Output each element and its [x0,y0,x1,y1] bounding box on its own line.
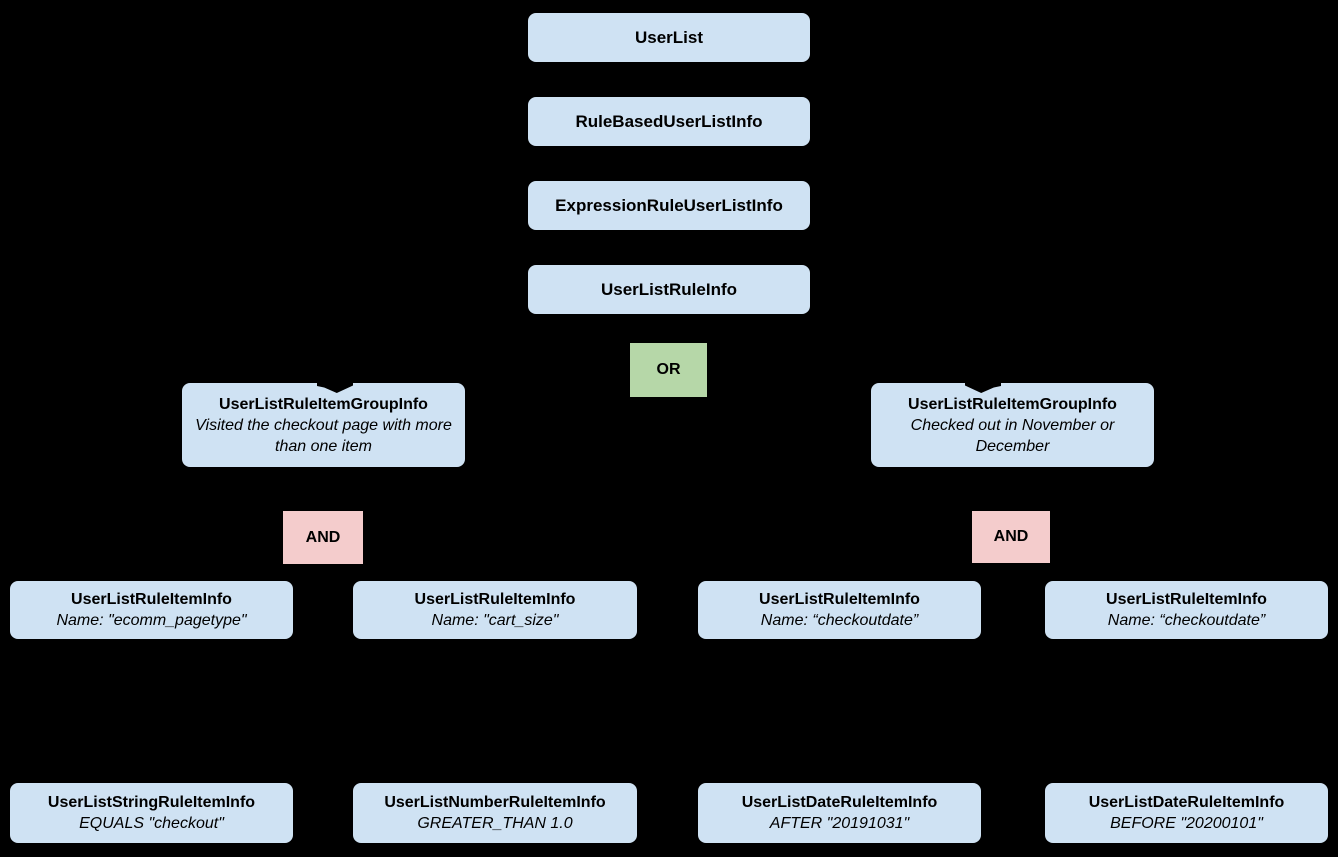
rule-item-detail: Name: "cart_size" [431,612,559,629]
connector-arrowhead-icon [965,383,1001,393]
node-rule-item-checkoutdate-2: UserListRuleItemInfo Name: “checkoutdate… [1045,581,1328,639]
left-group-title: UserListRuleItemGroupInfo [219,395,428,413]
node-date-rule-item-after: UserListDateRuleItemInfo AFTER "20191031… [698,783,981,843]
leaf-item-title: UserListStringRuleItemInfo [47,794,256,811]
leaf-item-title: UserListDateRuleItemInfo [1088,794,1285,811]
right-group-title: UserListRuleItemGroupInfo [908,395,1117,413]
rule-item-detail: Name: “checkoutdate” [1107,612,1266,629]
right-and-operator-label: AND [993,528,1029,545]
rule-item-title: UserListRuleItemInfo [414,591,576,608]
leaf-item-detail: BEFORE "20200101" [1110,815,1263,832]
node-rule-based-user-list-info-label: RuleBasedUserListInfo [575,112,763,131]
right-group-description: Checked out in November or December [910,416,1115,455]
node-rule-item-checkoutdate-1: UserListRuleItemInfo Name: “checkoutdate… [698,581,981,639]
or-operator-label: OR [656,361,681,378]
node-number-rule-item: UserListNumberRuleItemInfo GREATER_THAN … [353,783,637,843]
node-user-list-rule-info-label: UserListRuleInfo [600,280,738,299]
leaf-item-detail: GREATER_THAN 1.0 [417,815,573,832]
node-userlist-label: UserList [634,28,704,47]
left-and-operator-node: AND [283,511,363,564]
leaf-item-title: UserListNumberRuleItemInfo [384,794,606,811]
node-expression-rule-user-list-info-label: ExpressionRuleUserListInfo [555,196,783,215]
node-rule-item-ecomm-pagetype: UserListRuleItemInfo Name: "ecomm_pagety… [10,581,293,639]
left-and-operator-label: AND [305,528,341,546]
node-right-rule-item-group: UserListRuleItemGroupInfo Checked out in… [871,383,1154,467]
rule-item-detail: Name: "ecomm_pagetype" [56,612,247,629]
node-left-rule-item-group: UserListRuleItemGroupInfo Visited the ch… [182,383,465,467]
right-and-operator-node: AND [972,511,1050,563]
or-operator-node: OR [630,343,707,397]
node-expression-rule-user-list-info: ExpressionRuleUserListInfo [528,181,810,230]
node-user-list-rule-info: UserListRuleInfo [528,265,810,314]
leaf-item-detail: EQUALS "checkout" [79,815,224,832]
rule-item-title: UserListRuleItemInfo [1106,591,1267,608]
node-rule-based-user-list-info: RuleBasedUserListInfo [528,97,810,146]
rule-item-title: UserListRuleItemInfo [71,591,232,608]
leaf-item-detail: AFTER "20191031" [769,815,910,832]
node-string-rule-item: UserListStringRuleItemInfo EQUALS "check… [10,783,293,843]
rule-item-detail: Name: “checkoutdate” [760,612,919,629]
left-group-description: Visited the checkout page with more than… [195,416,452,455]
connector-arrowhead-icon [317,383,353,393]
node-rule-item-cart-size: UserListRuleItemInfo Name: "cart_size" [353,581,637,639]
node-date-rule-item-before: UserListDateRuleItemInfo BEFORE "2020010… [1045,783,1328,843]
leaf-item-title: UserListDateRuleItemInfo [741,794,938,811]
rule-item-title: UserListRuleItemInfo [759,591,920,608]
node-userlist: UserList [528,13,810,62]
